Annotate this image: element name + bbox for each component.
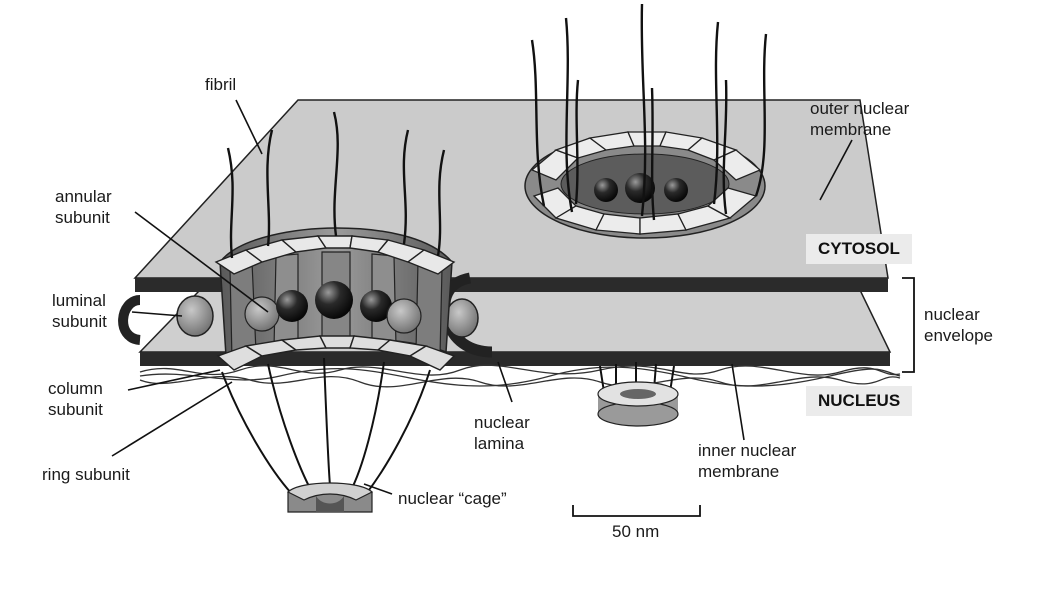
region-nucleus: NUCLEUS [806, 386, 912, 416]
nuclear-lamina-mesh [140, 365, 900, 387]
label-column-subunit: column subunit [48, 378, 103, 420]
label-luminal-subunit: luminal subunit [52, 290, 107, 332]
luminal-subunit-right [446, 299, 478, 337]
label-scale-bar: 50 nm [612, 521, 659, 542]
region-cytosol: CYTOSOL [806, 234, 912, 264]
scale-bar [573, 505, 700, 516]
label-fibril: fibril [205, 74, 236, 95]
label-annular-subunit: annular subunit [55, 186, 112, 228]
nuclear-side-ring [598, 362, 678, 426]
label-nuclear-lamina: nuclear lamina [474, 412, 530, 454]
label-outer-nuclear-membrane: outer nuclear membrane [810, 98, 909, 140]
label-ring-subunit: ring subunit [42, 464, 130, 485]
label-nuclear-cage: nuclear “cage” [398, 488, 507, 509]
label-nuclear-envelope: nuclear envelope [924, 304, 993, 346]
luminal-subunit-left [177, 296, 213, 336]
nuclear-envelope-bracket [902, 278, 914, 372]
label-inner-nuclear-membrane: inner nuclear membrane [698, 440, 796, 482]
